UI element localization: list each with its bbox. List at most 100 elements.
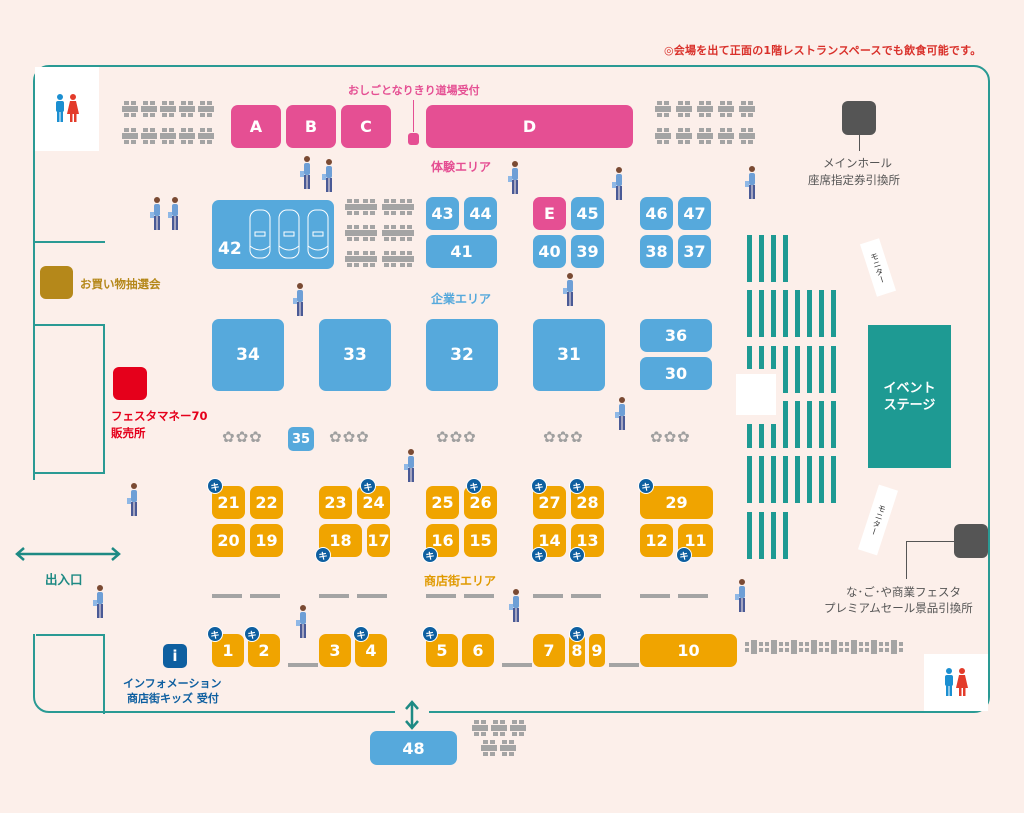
premium-sale-label-2: プレミアムセール景品引換所 bbox=[824, 601, 973, 615]
lottery-marker[interactable] bbox=[40, 266, 73, 299]
booth-33[interactable]: 33 bbox=[319, 319, 391, 391]
booth-34[interactable]: 34 bbox=[212, 319, 284, 391]
wall-line bbox=[33, 241, 105, 243]
booth-12[interactable]: 12 bbox=[640, 524, 673, 557]
booth-31[interactable]: 31 bbox=[533, 319, 605, 391]
bench-segment bbox=[839, 642, 843, 646]
person-icon bbox=[322, 159, 332, 192]
stage-seat-row bbox=[747, 456, 752, 503]
booth-22[interactable]: 22 bbox=[250, 486, 283, 519]
bench-segment bbox=[851, 640, 857, 654]
booth-B[interactable]: B bbox=[286, 105, 336, 148]
booth-A[interactable]: A bbox=[231, 105, 281, 148]
stage-seat-row bbox=[795, 456, 800, 503]
booth-36[interactable]: 36 bbox=[640, 319, 712, 352]
leader-line bbox=[859, 135, 860, 151]
booth-9[interactable]: 9 bbox=[589, 634, 605, 667]
stage-seat-row bbox=[747, 346, 752, 369]
information-label-1: インフォメーション bbox=[123, 677, 222, 690]
kids-marker-13: キ bbox=[569, 547, 585, 563]
information-label-2: 商店街キッズ 受付 bbox=[127, 692, 219, 705]
main-hall-exchange-marker[interactable] bbox=[842, 101, 876, 135]
kids-marker-4: キ bbox=[353, 626, 369, 642]
booth-E[interactable]: E bbox=[533, 197, 566, 230]
bench-segment bbox=[779, 648, 783, 652]
booth-39[interactable]: 39 bbox=[571, 235, 604, 268]
booth-15[interactable]: 15 bbox=[464, 524, 497, 557]
flower-icon: ✿✿✿ bbox=[436, 428, 477, 446]
booth-46[interactable]: 46 bbox=[640, 197, 673, 230]
booth-23[interactable]: 23 bbox=[319, 486, 352, 519]
booth-C[interactable]: C bbox=[341, 105, 391, 148]
booth-30[interactable]: 30 bbox=[640, 357, 712, 390]
booth-D[interactable]: D bbox=[426, 105, 633, 148]
booth-40[interactable]: 40 bbox=[533, 235, 566, 268]
booth-29[interactable]: 29 bbox=[640, 486, 713, 519]
bench-segment bbox=[871, 640, 877, 654]
festa-money-label-2: 販売所 bbox=[111, 426, 146, 440]
premium-sale-marker[interactable] bbox=[954, 524, 988, 558]
event-stage[interactable]: イベント ステージ bbox=[868, 325, 951, 468]
control-booth bbox=[736, 374, 776, 415]
booth-5[interactable]: 5 bbox=[426, 634, 458, 667]
reception-marker[interactable] bbox=[408, 133, 419, 145]
festa-money-marker[interactable] bbox=[113, 367, 147, 400]
stage-seat-row bbox=[747, 290, 752, 337]
bench-segment bbox=[845, 642, 849, 646]
booth-41[interactable]: 41 bbox=[426, 235, 497, 268]
info-glyph: i bbox=[172, 647, 178, 665]
double-arrow-vertical-icon bbox=[405, 700, 419, 730]
company-area-label: 企業エリア bbox=[431, 292, 492, 306]
booth-43[interactable]: 43 bbox=[426, 197, 459, 230]
booth-37[interactable]: 37 bbox=[678, 235, 711, 268]
booth-8[interactable]: 8 bbox=[569, 634, 585, 667]
kids-marker-14: キ bbox=[531, 547, 547, 563]
booth-19[interactable]: 19 bbox=[250, 524, 283, 557]
stage-seat-row bbox=[747, 424, 752, 448]
booth-3[interactable]: 3 bbox=[319, 634, 351, 667]
leader-line bbox=[906, 541, 954, 542]
person-icon bbox=[296, 605, 306, 638]
booth-7[interactable]: 7 bbox=[533, 634, 565, 667]
booth-48[interactable]: 48 bbox=[370, 731, 457, 765]
booth-32[interactable]: 32 bbox=[426, 319, 498, 391]
restroom-top-left[interactable] bbox=[35, 67, 99, 151]
booth-10[interactable]: 10 bbox=[640, 634, 737, 667]
partition-dash bbox=[571, 594, 601, 598]
booth-35[interactable]: 35 bbox=[288, 427, 314, 451]
booth-6[interactable]: 6 bbox=[462, 634, 494, 667]
booth-28[interactable]: 28 bbox=[571, 486, 604, 519]
booth-25[interactable]: 25 bbox=[426, 486, 459, 519]
stage-label-2: ステージ bbox=[883, 397, 936, 413]
stage-seat-row bbox=[819, 346, 824, 393]
info-icon[interactable]: i bbox=[163, 644, 187, 668]
side-room-bottom bbox=[33, 634, 105, 714]
bench-segment bbox=[791, 640, 797, 654]
bench-segment bbox=[805, 648, 809, 652]
bench-segment bbox=[839, 648, 843, 652]
partition-dash bbox=[464, 594, 494, 598]
partition-dash bbox=[319, 594, 349, 598]
booth-42[interactable]: 42 bbox=[212, 200, 334, 269]
bench-segment bbox=[831, 640, 837, 654]
person-icon bbox=[404, 449, 414, 482]
bench-segment bbox=[759, 648, 763, 652]
kids-marker-24: キ bbox=[360, 478, 376, 494]
booth-47[interactable]: 47 bbox=[678, 197, 711, 230]
stage-seat-row bbox=[807, 401, 812, 448]
bench-segment bbox=[885, 642, 889, 646]
bench-segment bbox=[799, 648, 803, 652]
bench-segment bbox=[899, 642, 903, 646]
booth-38[interactable]: 38 bbox=[640, 235, 673, 268]
booth-44[interactable]: 44 bbox=[464, 197, 497, 230]
restroom-bottom-right[interactable] bbox=[924, 654, 988, 711]
booth-45[interactable]: 45 bbox=[571, 197, 604, 230]
booth-14[interactable]: 14 bbox=[533, 524, 566, 557]
partition-dash bbox=[609, 663, 639, 667]
person-icon bbox=[300, 156, 310, 189]
booth-20[interactable]: 20 bbox=[212, 524, 245, 557]
booth-17[interactable]: 17 bbox=[367, 524, 390, 557]
stage-seat-row bbox=[771, 235, 776, 282]
bench-segment bbox=[819, 648, 823, 652]
bench-segment bbox=[859, 648, 863, 652]
